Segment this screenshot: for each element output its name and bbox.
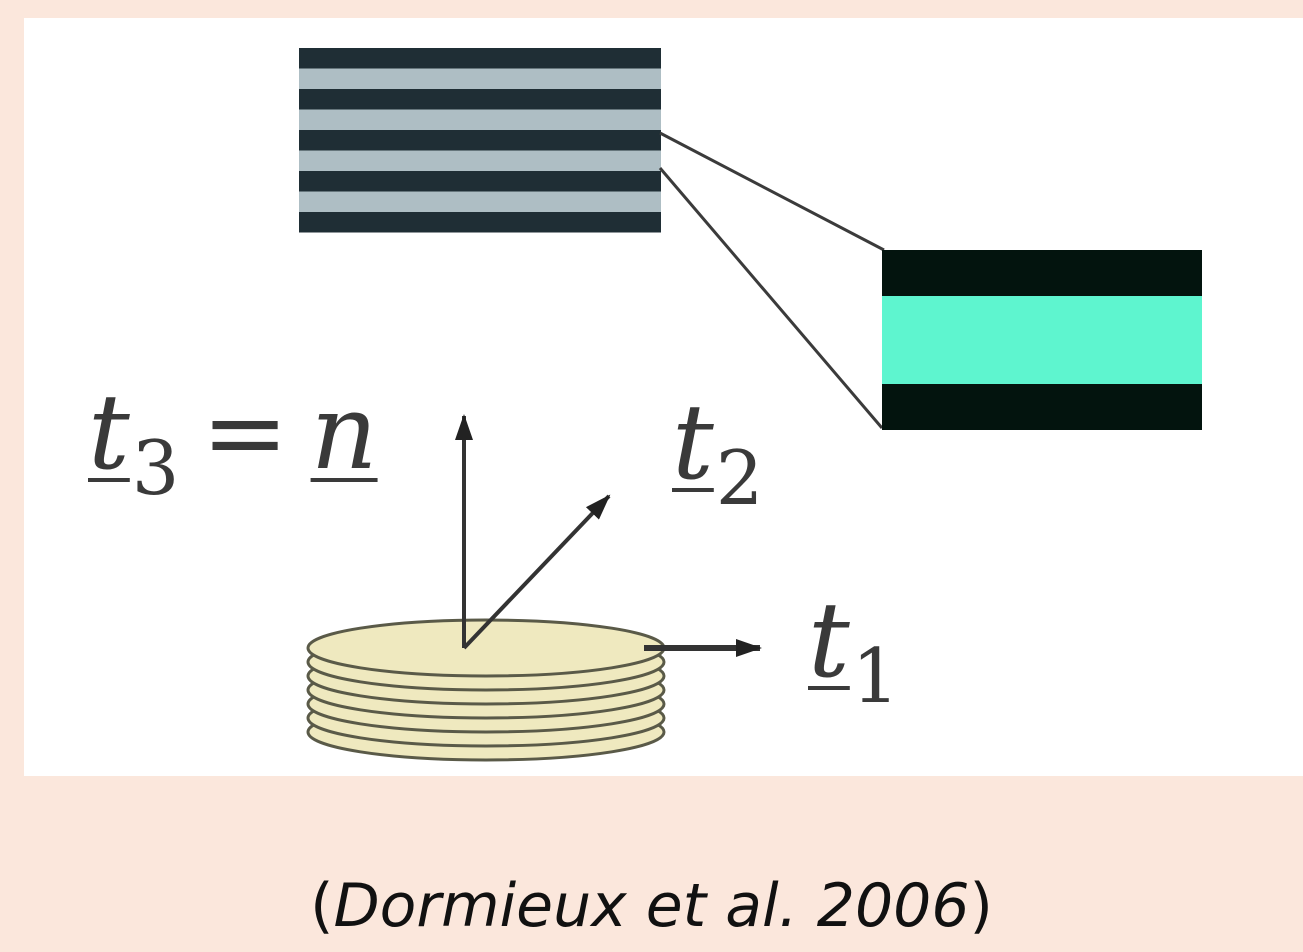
- stack-band: [299, 150, 661, 171]
- stack-band: [299, 212, 661, 233]
- stack-band: [299, 109, 661, 130]
- zoomed-layer-bottom-band: [882, 384, 1202, 430]
- axis-t2-arrow: [462, 494, 611, 650]
- label-t2-base: t: [672, 381, 714, 503]
- figure-panel: t3=n t2 t1: [24, 18, 1303, 776]
- label-n: n: [310, 371, 378, 493]
- zoom-line-top: [659, 131, 885, 252]
- label-t1-sub: 1: [851, 633, 900, 721]
- label-t1-base: t: [808, 579, 850, 701]
- stack-band: [299, 171, 661, 192]
- disk-layer: [306, 618, 666, 678]
- stack-band: [299, 89, 661, 110]
- diagram-canvas: [299, 48, 1202, 762]
- label-equals: =: [201, 371, 289, 493]
- caption-citation: Dormieux et al. 2006: [333, 871, 970, 941]
- citation-caption: (Dormieux et al. 2006): [0, 876, 1303, 936]
- label-t2-sub: 2: [715, 435, 764, 523]
- caption-close-paren: ): [969, 871, 993, 941]
- zoomed-layer-top-band: [882, 250, 1202, 296]
- layered-stack: [299, 48, 661, 233]
- stack-band: [299, 191, 661, 212]
- label-t1: t1: [808, 588, 899, 715]
- label-t3-equals-n: t3=n: [88, 380, 378, 507]
- label-t2: t2: [672, 390, 763, 517]
- zoomed-layer: [882, 250, 1202, 430]
- zoomed-layer-middle-band: [882, 296, 1202, 384]
- zoom-line-bottom: [658, 167, 884, 429]
- stack-band: [299, 48, 661, 69]
- label-t3-base: t: [88, 371, 130, 493]
- caption-open-paren: (: [310, 871, 334, 941]
- stack-band: [299, 68, 661, 89]
- label-t3-sub: 3: [131, 425, 180, 513]
- clay-particle-disk: [306, 618, 666, 762]
- stack-band: [299, 130, 661, 151]
